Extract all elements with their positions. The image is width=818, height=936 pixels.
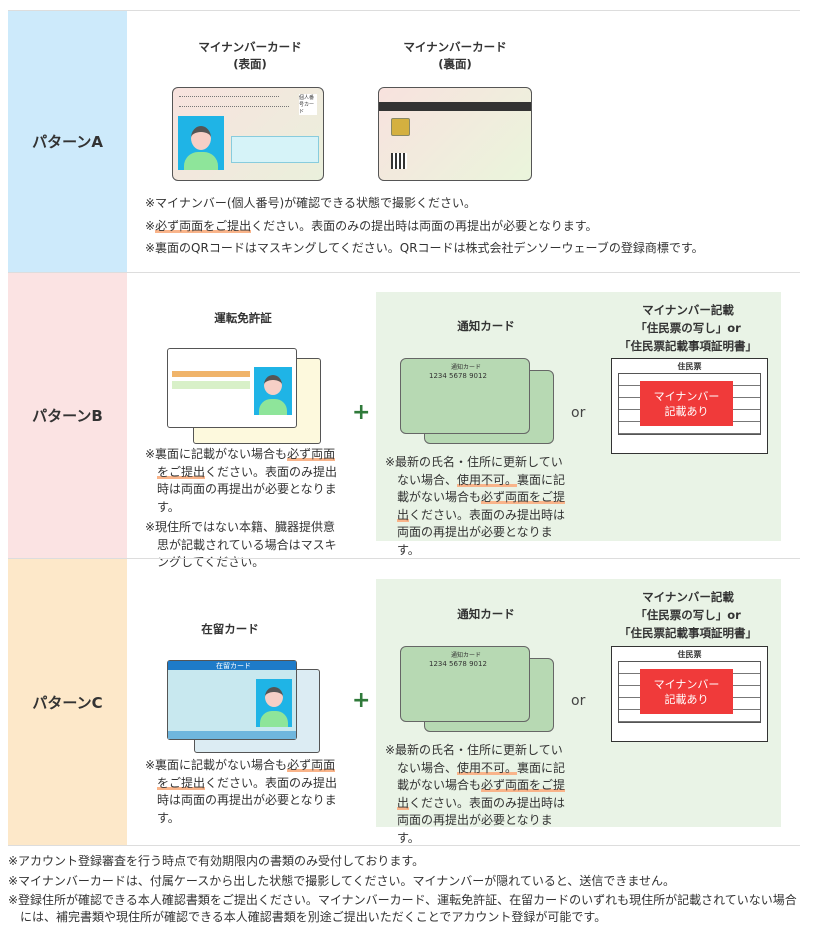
drivers-license — [167, 348, 297, 428]
jumin-title-2: 「住民票の写し」or — [635, 321, 741, 335]
note-text: ください。表面のみ提出時は両面の再提出が必要となります。 — [157, 464, 338, 514]
notice-card: 通知カード 1234 5678 9012 — [400, 646, 530, 722]
notice-card-title: 通知カード — [457, 319, 515, 333]
photo — [254, 367, 292, 415]
pattern-c-label: パターンC — [8, 559, 127, 845]
back-title: マイナンバーカード (裏面) — [395, 39, 515, 73]
notice-card-notes: ※最新の氏名・住所に更新していない場合、使用不可。裏面に記載がない場合も必ず両面… — [385, 454, 573, 559]
notice-card-label: 通知カード — [451, 652, 482, 659]
footer-note: ※マイナンバーカードは、付属ケースから出した状態で撮影してください。マイナンバー… — [8, 874, 676, 888]
note-item: ※必ず両面をご提出ください。表面のみの提出時は両面の再提出が必要となります。 — [145, 217, 704, 237]
jumin-title-1: マイナンバー記載 — [642, 590, 734, 604]
highlighted-text: 使用不可。 — [457, 472, 518, 487]
divider — [8, 845, 800, 846]
jumin-title-2: 「住民票の写し」or — [635, 608, 741, 622]
note-item: ※マイナンバー(個人番号)が確認できる状態で撮影ください。 — [145, 194, 704, 214]
note-text: ください。表面のみの提出時は両面の再提出が必要となります。 — [251, 218, 598, 233]
stamp-line-1: マイナンバー — [653, 389, 720, 403]
footer-notes: ※アカウント登録審査を行う時点で有効期限内の書類のみ受付しております。 ※マイナ… — [8, 852, 803, 926]
pattern-c-notes: ※裏面に記載がない場合も必ず両面をご提出ください。表面のみ提出時は両面の再提出が… — [145, 757, 345, 827]
juminhyo-image: 住民票 マイナンバー記載あり — [611, 358, 768, 454]
pattern-c-row: パターンC 在留カード 在留カード ※裏面に記載がない場合も必ず両面をご提出くだ… — [8, 558, 800, 845]
stamp-line-2: 記載あり — [664, 404, 709, 418]
jumin-title-1: マイナンバー記載 — [642, 303, 734, 317]
pattern-b-alternatives: 通知カード 通知カード 1234 5678 9012 or マイナンバー記載「住… — [376, 292, 781, 557]
note-text: ※裏面に記載がない場合も — [145, 447, 288, 461]
mynumber-stamp: マイナンバー記載あり — [640, 381, 733, 426]
jumin-title: マイナンバー記載「住民票の写し」or 「住民票記載事項証明書」 — [603, 588, 773, 642]
note-item: ※裏面に記載がない場合も必ず両面をご提出ください。表面のみ提出時は両面の再提出が… — [145, 757, 345, 827]
pattern-b-label: パターンB — [8, 273, 127, 558]
highlighted-text: 使用不可。 — [457, 760, 518, 775]
or-label: or — [571, 693, 586, 709]
juminhyo-heading: 住民票 — [677, 362, 702, 371]
notice-card-title: 通知カード — [457, 607, 515, 621]
pattern-b-row: パターンB 運転免許証 ※裏面に記載がない場合も必ず両面をご提出ください。表面の… — [8, 272, 800, 569]
note-item: ※最新の氏名・住所に更新していない場合、使用不可。裏面に記載がない場合も必ず両面… — [385, 742, 573, 847]
note-text: ※裏面のQRコードはマスキングしてください。QRコードは株式会社デンソーウェーブ… — [145, 241, 704, 255]
juminhyo-heading: 住民票 — [677, 650, 702, 659]
front-title: マイナンバーカード (表面) — [190, 39, 310, 73]
back-title-text: マイナンバーカード — [403, 40, 507, 54]
license-title: 運転免許証 — [214, 311, 272, 325]
note-text: ください。表面のみ提出時は両面の再提出が必要となります。 — [397, 507, 566, 557]
footer-note: ※登録住所が確認できる本人確認書類をご提出ください。マイナンバーカード、運転免許… — [8, 893, 797, 924]
residence-card-label: 在留カード — [216, 662, 251, 670]
pattern-a-notes: ※マイナンバー(個人番号)が確認できる状態で撮影ください。 ※必ず両面をご提出くだ… — [145, 194, 704, 259]
note-text: ※ — [145, 218, 156, 233]
note-text: 裏面に記載がない場合も — [397, 472, 566, 505]
juminhyo-image: 住民票 マイナンバー記載あり — [611, 646, 768, 742]
highlighted-text: 必ず両面をご提出 — [155, 218, 252, 233]
or-label: or — [571, 405, 586, 421]
note-text: 裏面に記載がない場合も — [397, 760, 566, 793]
stamp-line-2: 記載あり — [664, 692, 709, 706]
note-text: ※裏面に記載がない場合も — [145, 758, 288, 772]
note-text: ※現住所ではない本籍、臓器提供意思が記載されている場合はマスキングしてください。 — [145, 520, 337, 569]
notice-card-label: 通知カード — [451, 364, 482, 371]
note-text: ください。表面のみ提出時は両面の再提出が必要となります。 — [397, 795, 566, 845]
note-text: ※最新の氏名・住所に更新していない場合、 — [385, 455, 563, 487]
footer-note: ※アカウント登録審査を行う時点で有効期限内の書類のみ受付しております。 — [8, 854, 425, 868]
back-subtitle: (裏面) — [438, 57, 472, 71]
photo — [256, 679, 292, 727]
notice-card: 通知カード 1234 5678 9012 — [400, 358, 530, 434]
mynumber-stamp: マイナンバー記載あり — [640, 669, 733, 714]
notice-card-number: 1234 5678 9012 — [429, 372, 487, 380]
jumin-title: マイナンバー記載「住民票の写し」or 「住民票記載事項証明書」 — [603, 301, 773, 355]
card-badge: 個人番号カード — [299, 94, 317, 115]
pattern-a-label: パターンA — [8, 11, 127, 272]
mynumber-card-back — [378, 87, 532, 181]
note-item: ※現住所ではない本籍、臓器提供意思が記載されている場合はマスキングしてください。 — [145, 519, 345, 572]
note-item: ※裏面のQRコードはマスキングしてください。QRコードは株式会社デンソーウェーブ… — [145, 239, 704, 259]
note-text: ※マイナンバー(個人番号)が確認できる状態で撮影ください。 — [145, 196, 476, 210]
jumin-title-3: 「住民票記載事項証明書」 — [619, 339, 757, 353]
front-subtitle: (表面) — [233, 57, 267, 71]
photo — [178, 116, 224, 170]
plus-sign: + — [352, 688, 371, 713]
notice-card-number: 1234 5678 9012 — [429, 660, 487, 668]
residence-card-title: 在留カード — [201, 622, 259, 636]
plus-sign: + — [352, 400, 371, 425]
stamp-line-1: マイナンバー — [653, 677, 720, 691]
mynumber-card-front: 個人番号カード — [172, 87, 324, 181]
note-item: ※裏面に記載がない場合も必ず両面をご提出ください。表面のみ提出時は両面の再提出が… — [145, 446, 345, 516]
note-text: ください。表面のみ提出時は両面の再提出が必要となります。 — [157, 775, 338, 825]
qr-code — [391, 153, 407, 169]
pattern-c-alternatives: 通知カード 通知カード 1234 5678 9012 or マイナンバー記載「住… — [376, 579, 781, 845]
notice-card-notes: ※最新の氏名・住所に更新していない場合、使用不可。裏面に記載がない場合も必ず両面… — [385, 742, 573, 847]
pattern-a-row: パターンA マイナンバーカード (表面) マイナンバーカード (裏面) 個人番号カー… — [8, 10, 800, 272]
jumin-title-3: 「住民票記載事項証明書」 — [619, 626, 757, 640]
residence-card: 在留カード — [167, 660, 297, 740]
note-item: ※最新の氏名・住所に更新していない場合、使用不可。裏面に記載がない場合も必ず両面… — [385, 454, 573, 559]
note-text: ※最新の氏名・住所に更新していない場合、 — [385, 743, 563, 775]
front-title-text: マイナンバーカード — [198, 40, 302, 54]
pattern-b-notes: ※裏面に記載がない場合も必ず両面をご提出ください。表面のみ提出時は両面の再提出が… — [145, 446, 345, 572]
ic-chip — [391, 118, 410, 136]
